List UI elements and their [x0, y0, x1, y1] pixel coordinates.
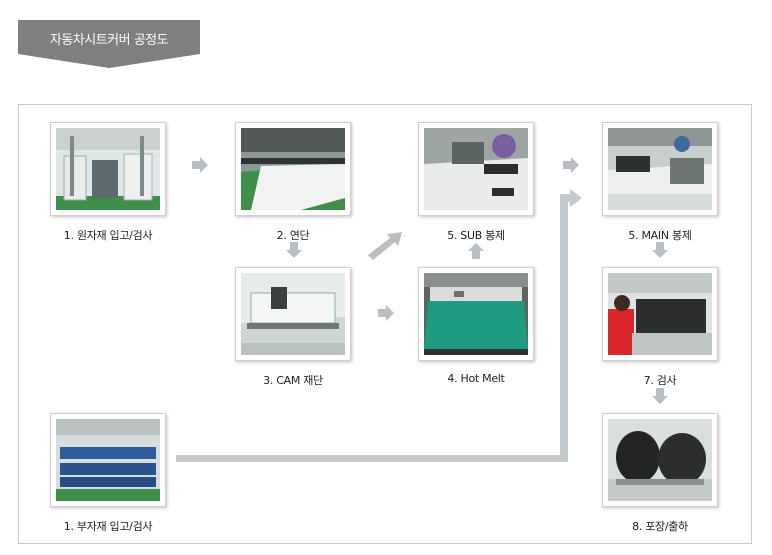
step-main-sewing: 5. MAIN 봉제 — [602, 122, 722, 243]
step-label: 5. SUB 봉제 — [447, 229, 505, 242]
connector-arrowhead-icon — [560, 189, 582, 207]
arrow-right-icon — [378, 305, 394, 321]
step-hot-melt: 4. Hot Melt — [418, 267, 538, 385]
step-label: 1. 부자재 입고/검사 — [63, 520, 153, 533]
step-label: 5. MAIN 봉제 — [628, 229, 692, 242]
step-inspection: 7. 검사 — [602, 267, 722, 388]
photo-hot-melt — [418, 267, 534, 361]
photo-sub-sewing — [418, 122, 534, 216]
step-cam-cutting: 3. CAM 재단 — [235, 267, 355, 388]
photo-cam-cutting — [235, 267, 351, 361]
step-label: 7. 검사 — [643, 374, 677, 387]
photo-inspection — [602, 267, 718, 361]
arrow-right-icon — [192, 157, 208, 173]
arrow-diagonal-icon — [368, 232, 402, 260]
step-label: 2. 연단 — [276, 229, 310, 242]
step-packing: 8. 포장/출하 — [602, 413, 722, 534]
arrow-down-icon — [652, 242, 668, 258]
step-spreading: 2. 연단 — [235, 122, 355, 243]
step-label: 8. 포장/출하 — [632, 520, 688, 533]
title-banner: 자동차시트커버 공정도 — [18, 20, 200, 68]
connector-line-vertical — [560, 197, 568, 462]
step-sub-material: 1. 부자재 입고/검사 — [50, 413, 170, 534]
arrow-up-icon — [468, 243, 484, 259]
photo-raw-material — [50, 122, 166, 216]
arrow-down-icon — [652, 388, 668, 404]
page-title: 자동차시트커버 공정도 — [49, 33, 169, 48]
photo-packing — [602, 413, 718, 507]
step-label: 3. CAM 재단 — [263, 374, 323, 387]
arrow-down-icon — [286, 242, 302, 258]
arrow-right-icon — [563, 157, 579, 173]
photo-main-sewing — [602, 122, 718, 216]
photo-sub-material — [50, 413, 166, 507]
step-sub-sewing: 5. SUB 봉제 — [418, 122, 538, 243]
step-label: 1. 원자재 입고/검사 — [63, 229, 153, 242]
photo-spreading — [235, 122, 351, 216]
step-label: 4. Hot Melt — [447, 372, 505, 385]
connector-line-horizontal — [176, 455, 568, 462]
step-raw-material: 1. 원자재 입고/검사 — [50, 122, 170, 243]
